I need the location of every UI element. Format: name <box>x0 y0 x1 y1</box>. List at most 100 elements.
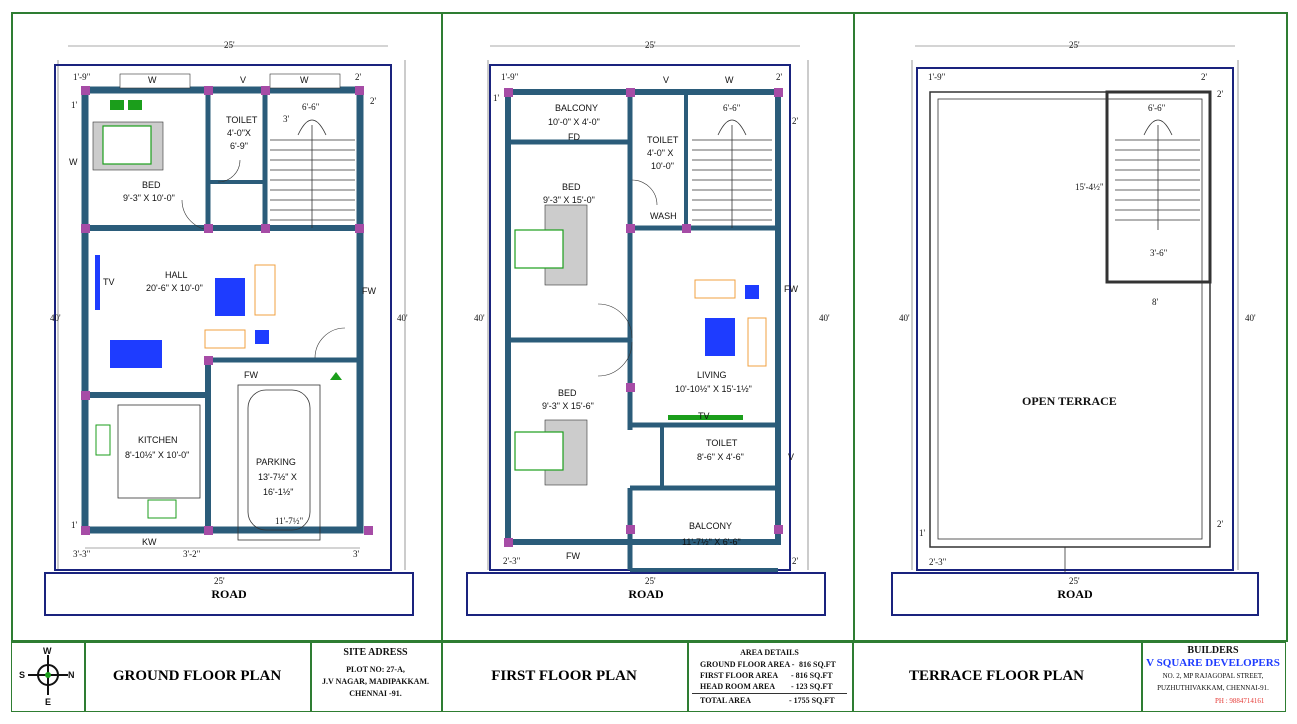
ground-dim-1: 1'-9" <box>73 72 91 82</box>
ground-dim-10: 3'-2" <box>183 549 201 559</box>
terrace-dim-3: 2' <box>1217 89 1224 99</box>
first-living-name: LIVING <box>697 370 727 380</box>
builder-heading: BUILDERS <box>1187 645 1239 656</box>
builder-addr1: NO. 2, MP RAJAGOPAL STREET, <box>1162 672 1264 680</box>
ground-width-dim: 25' <box>224 40 235 50</box>
ground-kitchen-name: KITCHEN <box>138 435 178 445</box>
first-depth-dim-left: 40' <box>474 313 485 323</box>
area-row-2-label: HEAD ROOM AREA <box>700 682 776 691</box>
area-heading: AREA DETAILS <box>740 648 799 657</box>
ground-dim-11: 3' <box>353 549 360 559</box>
first-balcony-bot-name: BALCONY <box>689 521 733 531</box>
ground-parking-size1: 13'-7½" X <box>258 472 297 482</box>
ground-width-dim-bottom: 25' <box>214 576 225 586</box>
first-toilet-bot-name: TOILET <box>706 438 738 448</box>
first-toilet-top-name: TOILET <box>647 135 679 145</box>
first-dim-4: 6'-6" <box>723 103 741 113</box>
ground-hall-name: HALL <box>165 270 188 280</box>
area-row-1-value: - 816 SQ.FT <box>791 671 833 680</box>
compass-s: S <box>19 670 26 680</box>
area-row-0-value: 816 SQ.FT <box>799 660 836 669</box>
area-row-2-value: - 123 SQ.FT <box>791 682 833 691</box>
ground-title: GROUND FLOOR PLAN <box>112 667 282 684</box>
compass-drawing <box>28 655 68 695</box>
first-tag-fw-bot: FW <box>566 551 580 561</box>
terrace-dim-7: 8' <box>1152 297 1159 307</box>
ground-dim-7: 1' <box>71 520 78 530</box>
first-dim-1: 1'-9" <box>501 72 519 82</box>
first-tag-tv: TV <box>698 411 710 421</box>
first-bed2-size: 9'-3" X 15'-6" <box>542 401 594 411</box>
first-dim-3: 1' <box>493 93 500 103</box>
area-row-0-label: GROUND FLOOR AREA - <box>700 660 795 669</box>
first-tag-fd: FD <box>568 132 580 142</box>
terrace-dim-6: 3'-6" <box>1150 248 1168 258</box>
terrace-dim-10: 2'-3" <box>929 557 947 567</box>
ground-depth-dim-left: 40' <box>50 313 61 323</box>
ground-toilet-name: TOILET <box>226 115 258 125</box>
terrace-dim-2: 2' <box>1201 72 1208 82</box>
terrace-dim-4: 6'-6" <box>1148 103 1166 113</box>
area-row-1-label: FIRST FLOOR AREA <box>700 671 779 680</box>
first-dim-7: 2' <box>792 556 799 566</box>
ground-parking-size2: 16'-1½" <box>263 487 294 497</box>
terrace-depth-dim-right: 40' <box>1245 313 1256 323</box>
builder-phone: PH : 9884714161 <box>1215 697 1265 705</box>
builder-name: V SQUARE DEVELOPERS <box>1146 657 1280 669</box>
first-toilet-top-size1: 4'-0" X <box>647 148 674 158</box>
terrace-drawing <box>911 45 1239 572</box>
first-toilet-top-size2: 10'-0" <box>651 161 674 171</box>
terrace-width-dim: 25' <box>1069 40 1080 50</box>
ground-bed-name: BED <box>142 180 161 190</box>
ground-dim-4: 2' <box>370 96 377 106</box>
ground-tag-tv: TV <box>103 277 115 287</box>
ground-dim-5: 6'-6" <box>302 102 320 112</box>
first-title-box <box>442 642 688 712</box>
first-tag-v-right: V <box>788 452 795 462</box>
terrace-panel-frame <box>853 12 1288 642</box>
site-box <box>311 642 442 712</box>
terrace-depth-dim-left: 40' <box>899 313 910 323</box>
first-road: ROAD <box>466 572 826 616</box>
site-line3: CHENNAI -91. <box>349 689 402 698</box>
ground-dim-2: 2' <box>355 72 362 82</box>
first-balcony-top-size: 10'-0" X 4'-0" <box>548 117 600 127</box>
ground-dim-6: 3' <box>283 114 290 124</box>
first-toilet-bot-size: 8'-6" X 4'-6" <box>697 452 744 462</box>
first-balcony-top-name: BALCONY <box>555 103 599 113</box>
ground-parking-name: PARKING <box>256 457 296 467</box>
terrace-title-box <box>853 642 1142 712</box>
ground-hall-size: 20'-6" X 10'-0" <box>146 283 203 293</box>
first-floor-drawing <box>487 45 809 572</box>
first-wash-name: WASH <box>650 211 677 221</box>
first-dim-5: 2' <box>792 116 799 126</box>
ground-dim-8: 11'-7½" <box>275 516 304 526</box>
terrace-road: ROAD <box>891 572 1259 616</box>
first-title: FIRST FLOOR PLAN <box>491 667 637 684</box>
site-line2: J.V NAGAR, MADIPAKKAM. <box>321 677 430 686</box>
area-total-value: - 1755 SQ.FT <box>789 696 835 705</box>
site-heading: SITE ADRESS <box>343 647 408 658</box>
terrace-dim-5: 15'-4½" <box>1075 182 1104 192</box>
compass-box <box>11 642 85 712</box>
first-depth-dim-right: 40' <box>819 313 830 323</box>
site-line1: PLOT NO: 27-A, <box>346 665 405 674</box>
ground-title-box <box>85 642 311 712</box>
ground-kitchen-size: 8'-10½" X 10'-0" <box>125 450 190 460</box>
ground-bed-size: 9'-3" X 10'-0" <box>123 193 175 203</box>
terrace-title: TERRACE FLOOR PLAN <box>908 667 1084 684</box>
first-bed1-name: BED <box>562 182 581 192</box>
first-bed2-name: BED <box>558 388 577 398</box>
ground-tag-w2: W <box>300 75 309 85</box>
ground-tag-w-left: W <box>69 157 78 167</box>
ground-tag-fw-right: FW <box>362 286 376 296</box>
first-width-dim-bottom: 25' <box>645 576 656 586</box>
ground-toilet-size1: 4'-0"X <box>227 128 251 138</box>
ground-toilet-size2: 6'-9" <box>230 141 248 151</box>
area-box <box>688 642 853 712</box>
terrace-open-label: OPEN TERRACE <box>1022 394 1117 408</box>
first-tag-w: W <box>725 75 734 85</box>
first-living-size: 10'-10½" X 15'-1½" <box>675 384 752 394</box>
ground-dim-9: 3'-3" <box>73 549 91 559</box>
